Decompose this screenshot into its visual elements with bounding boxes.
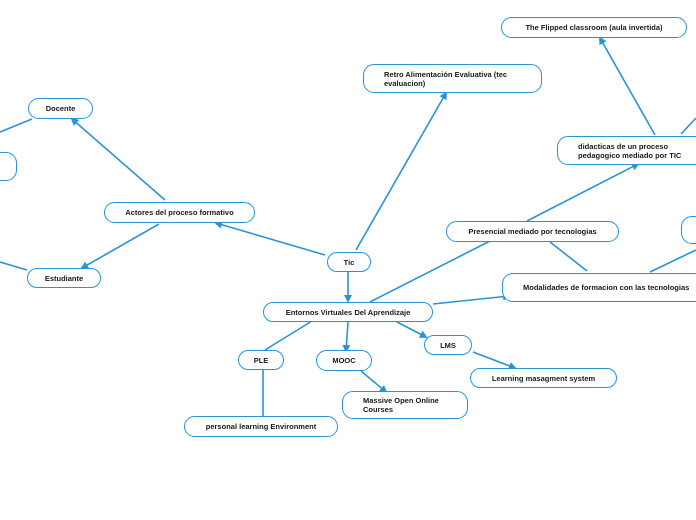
edge-entornos-modalidades — [432, 292, 511, 305]
edge-estudiante-left — [0, 261, 28, 271]
edge-didacticas-flipped — [599, 36, 656, 136]
node-entornos[interactable]: Entornos Virtuales Del Aprendizaje — [263, 302, 433, 322]
edge-didacticas-right — [680, 117, 696, 135]
node-retro[interactable]: Retro Alimentación Evaluativa (tec evalu… — [363, 64, 542, 93]
edge-modalidades-presencial — [549, 241, 588, 272]
edge-mooc-full — [360, 370, 388, 394]
node-lms[interactable]: LMS — [424, 335, 472, 355]
edge-entornos-presencial — [369, 240, 491, 303]
node-modalidades[interactable]: Modalidades de formacion con las tecnolo… — [502, 273, 696, 302]
node-mooc[interactable]: MOOC — [316, 350, 372, 371]
node-mooc-full[interactable]: Massive Open Online Courses — [342, 391, 468, 419]
node-offscreen-right[interactable] — [681, 216, 696, 244]
edge-modalidades-right — [649, 249, 696, 273]
node-ple-full[interactable]: personal learning Environment — [184, 416, 338, 437]
edge-tic-retro — [355, 91, 447, 251]
node-offscreen-left[interactable] — [0, 152, 17, 181]
edge-tic-actores — [214, 220, 326, 256]
edge-presencial-didacticas — [526, 163, 640, 222]
node-estudiante[interactable]: Estudiante — [27, 268, 101, 288]
edge-lms-full — [472, 351, 517, 370]
edge-actores-estudiante — [80, 223, 160, 269]
node-ple[interactable]: PLE — [238, 350, 284, 370]
edge-entornos-ple — [264, 320, 313, 351]
node-tic[interactable]: Tic — [327, 252, 371, 272]
node-didacticas[interactable]: didacticas de un proceso pedagogico medi… — [557, 136, 696, 165]
node-flipped[interactable]: The Flipped classroom (aula invertida) — [501, 17, 687, 38]
node-docente[interactable]: Docente — [28, 98, 93, 119]
edge-entornos-mooc — [342, 321, 351, 353]
node-lms-full[interactable]: Learning masagment system — [470, 368, 617, 388]
edge-entornos-lms — [396, 321, 428, 338]
edge-actores-docente — [70, 117, 166, 201]
edge-docente-left — [0, 118, 33, 133]
node-presencial[interactable]: Presencial mediado por tecnologias — [446, 221, 619, 242]
node-actores[interactable]: Actores del proceso formativo — [104, 202, 255, 223]
